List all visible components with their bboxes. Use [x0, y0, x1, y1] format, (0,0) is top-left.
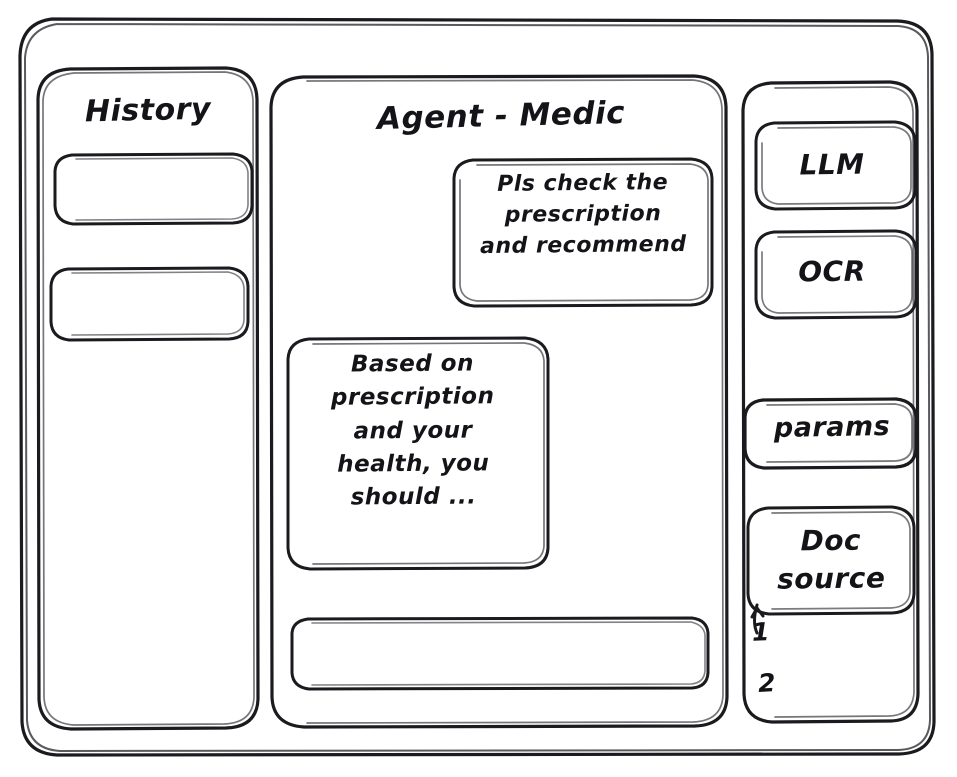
history-panel-title: History: [84, 91, 212, 130]
doc-source-item-1-marker-stroke: [750, 603, 765, 635]
agent-message-bubble: [288, 338, 548, 569]
history-item-1-border: [53, 152, 254, 226]
doc-source-box-border: [746, 505, 916, 616]
agent-panel-border: [269, 74, 729, 729]
agent-message-bubble-border: [286, 336, 550, 571]
composer-border: [290, 616, 710, 691]
tool-llm-button[interactable]: [756, 122, 915, 209]
user-message-bubble-border: [452, 157, 714, 308]
history-item-1[interactable]: [55, 154, 253, 224]
composer-input[interactable]: [292, 618, 708, 689]
ocr-box-border: [754, 229, 918, 320]
window-frame: [18, 17, 936, 757]
tool-doc-source-button[interactable]: [748, 507, 914, 614]
history-item-2[interactable]: [51, 268, 249, 340]
tool-ocr-button[interactable]: [756, 231, 916, 318]
history-panel-border: [36, 66, 260, 731]
doc-source-item-2-marker: 2: [757, 668, 777, 699]
user-message-bubble: [454, 159, 712, 306]
tools-panel-border: [741, 80, 920, 724]
params-box-border: [743, 397, 918, 470]
history-item-2-border: [49, 266, 250, 342]
doc-source-item-1-marker: 1: [751, 617, 771, 647]
tool-params-button[interactable]: [745, 399, 916, 468]
llm-box-border: [754, 120, 917, 211]
